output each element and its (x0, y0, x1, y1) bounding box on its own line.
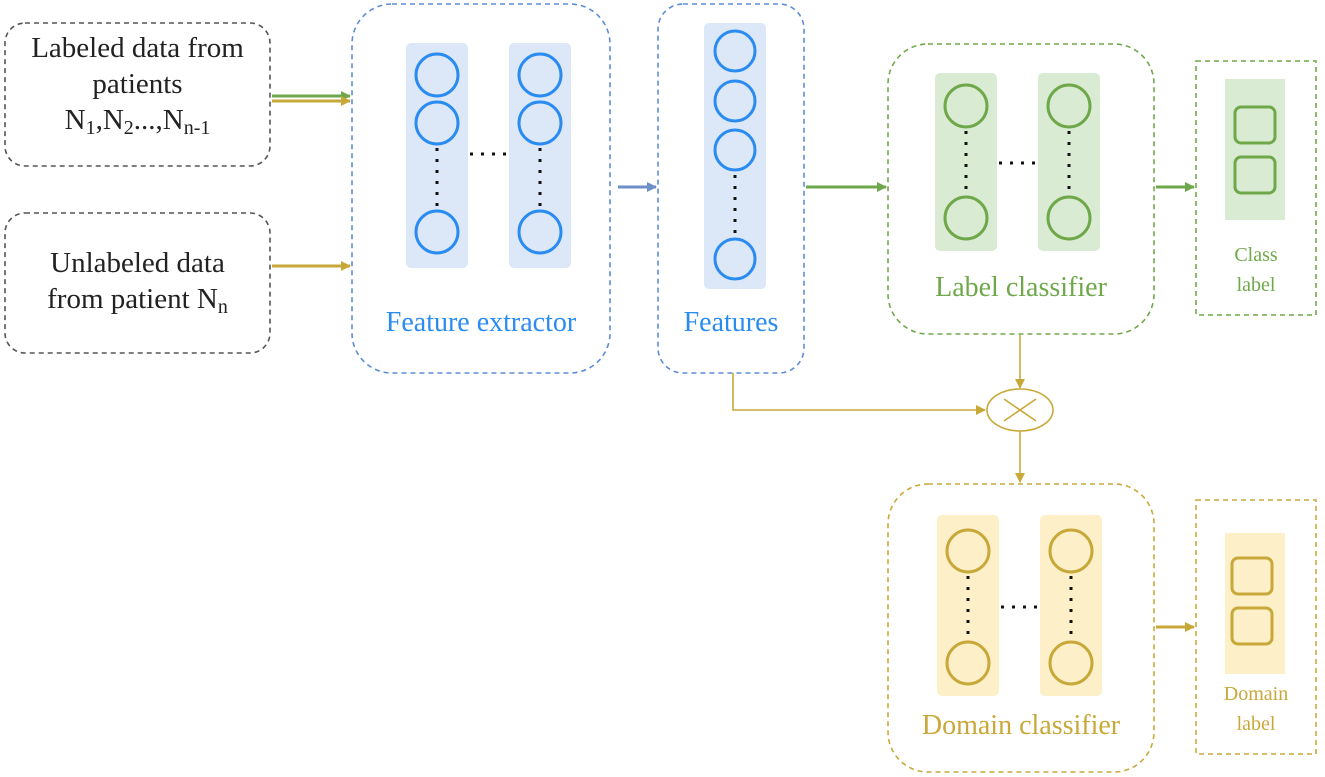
class-label-box (1195, 60, 1317, 316)
unlabeled-data-box (4, 212, 271, 354)
features-label: Features (683, 307, 779, 338)
dc-neurons (945, 528, 1094, 686)
feature-extractor-label: Feature extractor (385, 307, 577, 338)
unlabeled-sub: n (217, 296, 228, 318)
unlabeled-data-line1: Unlabeled data (50, 247, 225, 279)
fe-layer-1 (406, 43, 468, 268)
domain-classifier-box (887, 483, 1155, 773)
label-classifier-box (887, 43, 1155, 335)
unlabeled-data-line2: from patient Nn (5, 281, 270, 317)
domain-label-box (1195, 499, 1317, 755)
unlabeled-data-label: Unlabeled data from patient Nn (5, 245, 270, 317)
unlabeled-text: from patient N (47, 283, 218, 315)
class-label-layer (1225, 79, 1285, 220)
labeled-sep2: ...,N (133, 104, 184, 136)
labeled-n: N (64, 104, 86, 136)
lc-layer-1 (935, 73, 997, 251)
labeled-sep1: ,N (95, 104, 124, 136)
features-neurons (713, 29, 757, 281)
lc-neurons (943, 83, 1092, 241)
fe-layer-2 (509, 43, 571, 268)
domain-label-line2: label (1236, 713, 1276, 735)
multiply-icon (986, 388, 1054, 432)
domain-label-outputs (1230, 556, 1274, 646)
labeled-sub3: n-1 (183, 117, 211, 139)
labeled-sub2: 2 (123, 117, 134, 139)
lc-layer-2 (1038, 73, 1100, 251)
class-label-line1: Class (1234, 244, 1278, 266)
features-to-product-arrow (732, 373, 986, 415)
class-label-outputs (1233, 105, 1277, 195)
domain-classifier-label: Domain classifier (921, 710, 1121, 741)
features-layer (704, 23, 766, 289)
labeled-data-label: Labeled data from patients N1,N2...,Nn-1 (5, 30, 270, 138)
labeled-sub1: 1 (85, 117, 96, 139)
labeled-data-line2: patients (92, 68, 183, 100)
label-classifier-label: Label classifier (935, 272, 1107, 303)
labeled-data-box (4, 22, 271, 167)
fe-neurons (414, 52, 563, 255)
features-box (657, 3, 805, 374)
domain-label-line1: Domain (1223, 683, 1289, 705)
class-label-line2: label (1236, 274, 1276, 296)
domain-label-label: Domain label (1196, 679, 1316, 739)
domain-label-layer (1225, 533, 1285, 674)
class-label-label: Class label (1196, 240, 1316, 300)
labeled-data-line1: Labeled data from (31, 32, 244, 64)
labeled-data-line3: N1,N2...,Nn-1 (5, 102, 270, 138)
